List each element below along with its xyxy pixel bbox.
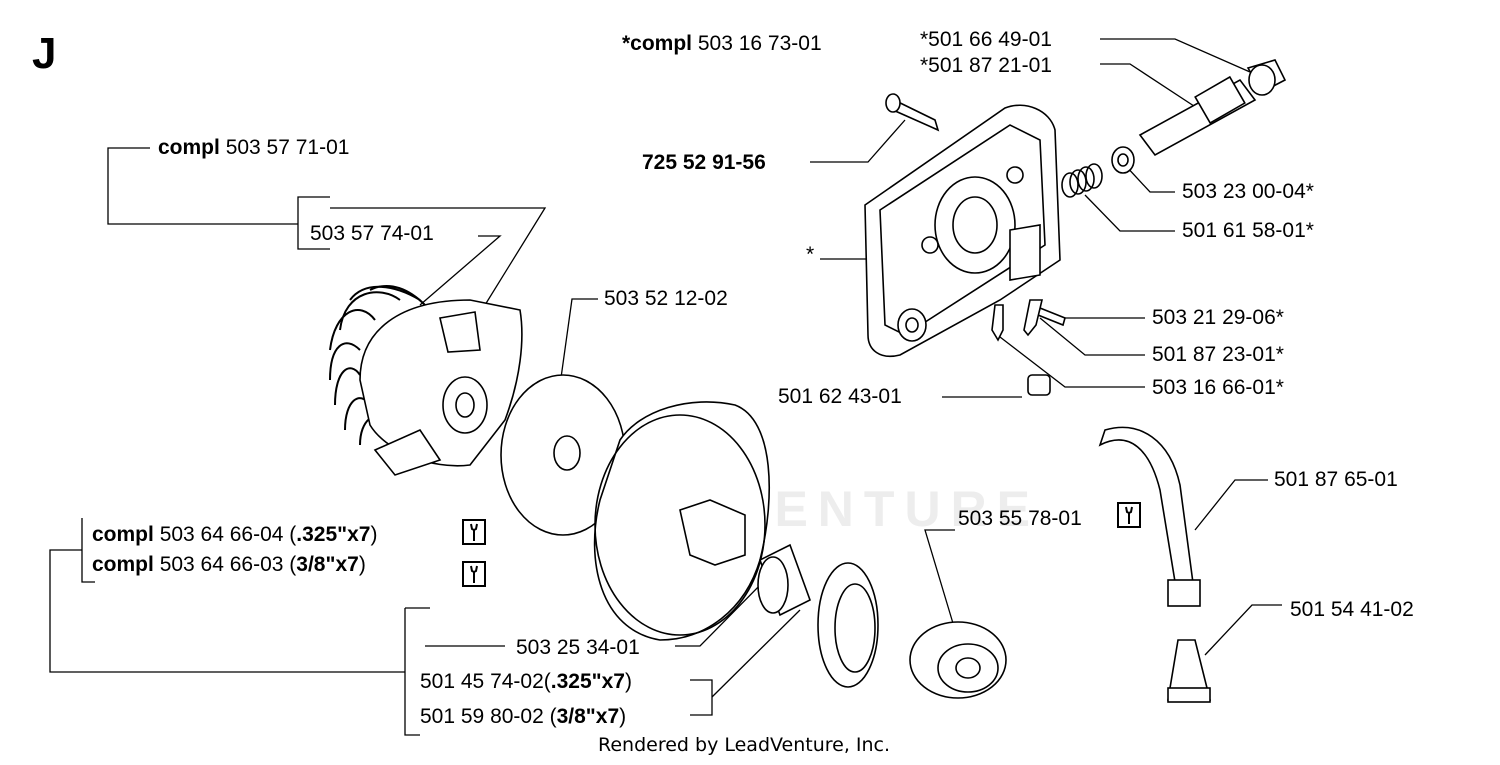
sprocket-50355781 [909, 621, 1007, 699]
label-50162431: 501 62 43-01 [778, 385, 902, 408]
oil-hose-50187651 [1098, 426, 1196, 601]
leader-compl-50364664 [81, 518, 95, 583]
bushing-50162431 [1027, 374, 1051, 396]
label-50159802: 501 59 80-02 (3/8"x7) [420, 705, 627, 728]
bracket-50187231 [1023, 299, 1044, 337]
label-compl-50316731: *compl 503 16 73-01 [622, 32, 822, 55]
leader-50154412 [1204, 604, 1282, 656]
leader-compl-50357711 [107, 147, 298, 225]
label-50316661: 503 16 66-01* [1152, 376, 1284, 399]
leader-50187211 [1100, 63, 1201, 111]
label-compl-50364664: compl 503 64 66-04 (.325"x7) [92, 523, 378, 546]
label-50321296: 503 21 29-06* [1152, 306, 1284, 329]
section-letter: J [32, 29, 57, 78]
label-compl-50357711: compl 503 57 71-01 [158, 136, 350, 159]
label-50161581: 501 61 58-01* [1182, 219, 1314, 242]
label-50355781: 503 55 78-01 [958, 507, 1082, 530]
label-50154412: 501 54 41-02 [1290, 598, 1414, 621]
leader-50187651 [1194, 479, 1268, 531]
sprocket-rim [817, 562, 879, 688]
leader-50145742 [690, 679, 713, 716]
leader-50323004 [1124, 164, 1175, 193]
leader-50357741 [297, 196, 330, 250]
leader-50161581 [1084, 194, 1175, 232]
footer-credit: Rendered by LeadVenture, Inc. [598, 734, 891, 756]
label-50357741: 503 57 74-01 [310, 222, 434, 245]
label-50325341: 503 25 34-01 [516, 636, 640, 659]
label-50145742: 501 45 74-02(.325"x7) [420, 670, 632, 693]
wrench-icon [462, 519, 486, 545]
label-72552915: 725 52 91-56 [642, 151, 766, 174]
spring-50161581 [1061, 163, 1103, 198]
leader-50316661 [999, 336, 1145, 388]
label-50323004: 503 23 00-04* [1182, 180, 1314, 203]
label-50187211: *501 87 21-01 [920, 54, 1052, 77]
label-50187651: 501 87 65-01 [1274, 468, 1398, 491]
label-compl-50364663: compl 503 64 66-03 (3/8"x7) [92, 553, 366, 576]
leader-50352122 [559, 298, 598, 386]
label-50187231: 501 87 23-01* [1152, 343, 1284, 366]
leader-50187231 [1039, 317, 1145, 356]
leader-50355781 [924, 529, 956, 631]
label-star: * [806, 243, 815, 266]
screw-50321296 [1037, 306, 1066, 327]
leader-72552915 [810, 119, 906, 163]
screw-50316661 [991, 304, 1004, 342]
label-50166491: *501 66 49-01 [920, 28, 1052, 51]
label-50352122: 503 52 12-02 [604, 287, 728, 310]
wrench-icon [462, 561, 486, 587]
leader-50166491 [1100, 38, 1251, 73]
wrench-icon [1117, 502, 1141, 528]
